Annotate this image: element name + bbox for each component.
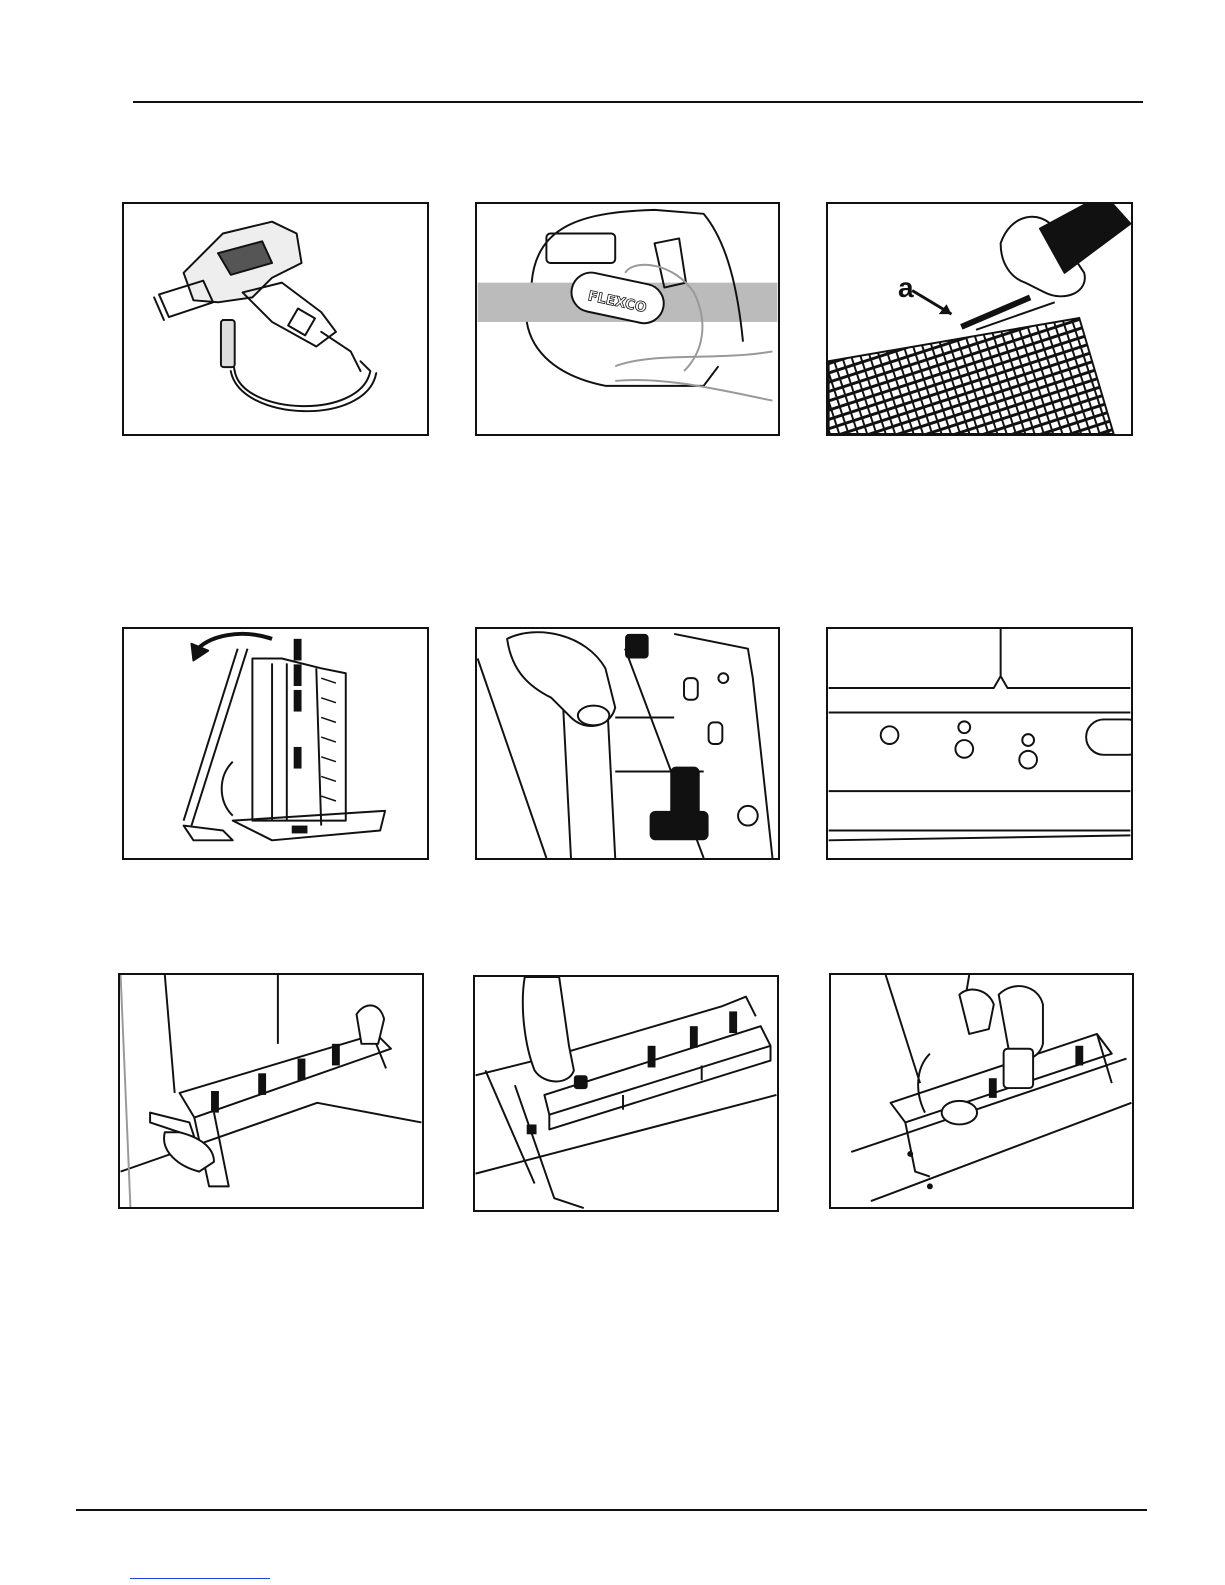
footer-rule xyxy=(76,1509,1147,1511)
figure-position-fixture xyxy=(118,973,424,1209)
figure-slot-holes-closeup xyxy=(826,627,1133,860)
figure-engage-knobs xyxy=(473,975,779,1212)
engage-knobs-illustration xyxy=(475,977,777,1210)
position-fixture-illustration xyxy=(120,975,422,1207)
figure-drive-staples xyxy=(829,973,1134,1209)
pin-removal-illustration xyxy=(477,629,778,858)
figure-pin-removal-closeup xyxy=(475,627,780,860)
stapler-tool-illustration xyxy=(124,204,427,434)
belt-cut-illustration xyxy=(828,204,1131,434)
drive-staples-illustration xyxy=(831,975,1132,1207)
figure-stapler-tool xyxy=(122,202,429,436)
slot-holes-illustration xyxy=(828,629,1131,858)
callout-a: a xyxy=(898,274,914,302)
figure-tool-logo-closeup: FLEXCO xyxy=(475,202,780,436)
footer-link[interactable] xyxy=(130,1578,270,1579)
figure-rotate-clamp-bar xyxy=(122,627,429,860)
tool-logo-illustration: FLEXCO xyxy=(477,204,778,434)
figure-belt-cut-detail: a xyxy=(826,202,1133,436)
rotate-clamp-illustration xyxy=(124,629,427,858)
header-rule xyxy=(133,101,1143,103)
